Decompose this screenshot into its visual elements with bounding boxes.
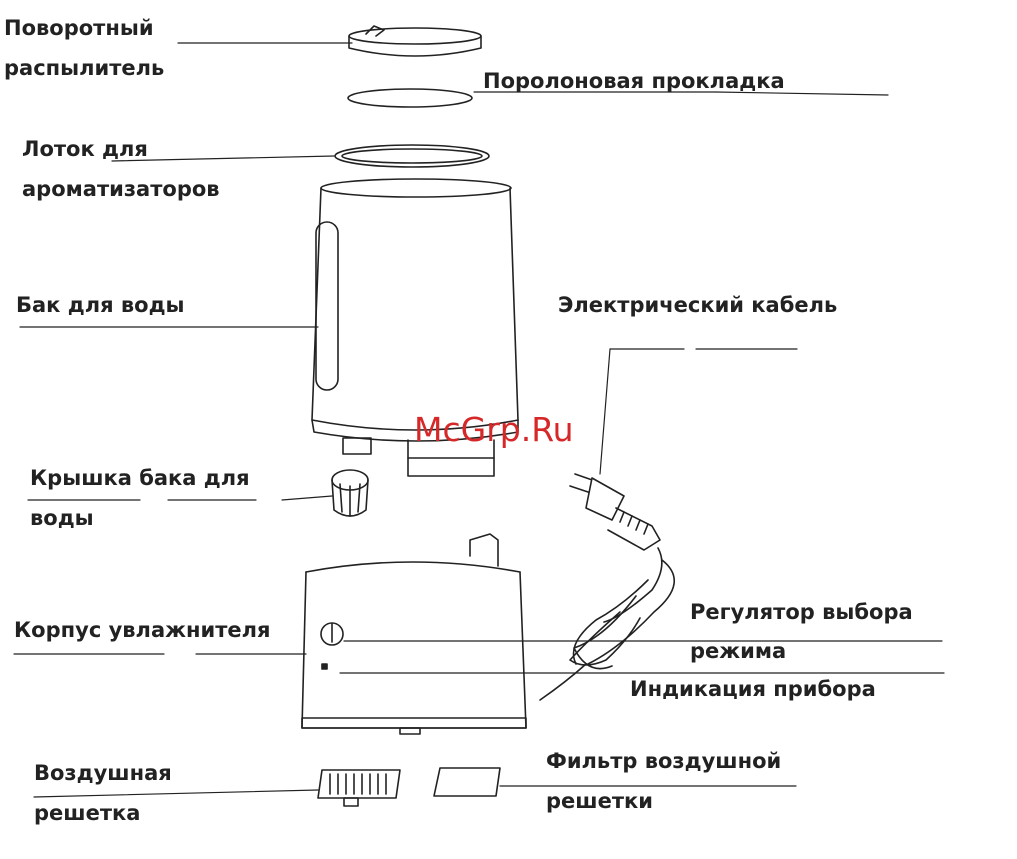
label-tank-cap-line1: Крышка бака для xyxy=(30,463,250,493)
aroma-tray-part xyxy=(335,145,489,167)
label-water-tank: Бак для воды xyxy=(16,290,185,320)
electric-cable-part xyxy=(540,474,674,700)
grille-filter-part xyxy=(434,768,500,796)
label-aroma-tray-line1: Лоток для xyxy=(22,134,148,164)
foam-gasket-part xyxy=(348,89,472,107)
label-foam-gasket: Поролоновая прокладка xyxy=(483,66,785,96)
label-humidifier-body: Корпус увлажнителя xyxy=(14,615,271,645)
rotary-sprayer-part xyxy=(349,26,481,56)
label-rotary-sprayer-line2: распылитель xyxy=(4,53,164,83)
humidifier-body-part xyxy=(302,534,526,734)
label-mode-selector-line1: Регулятор выбора xyxy=(690,597,913,627)
label-tank-cap-line2: воды xyxy=(30,503,94,533)
label-aroma-tray-line2: ароматизаторов xyxy=(22,174,220,204)
watermark: McGrp.Ru xyxy=(414,410,574,449)
label-electric-cable: Электрический кабель xyxy=(558,290,837,320)
label-grille-filter-line1: Фильтр воздушной xyxy=(546,746,781,776)
tank-cap-part xyxy=(332,470,368,516)
label-mode-selector-line2: режима xyxy=(690,636,786,666)
label-grille-filter-line2: решетки xyxy=(546,786,653,816)
label-air-grille-line1: Воздушная xyxy=(34,758,172,788)
label-device-indicator: Индикация прибора xyxy=(630,674,876,704)
label-rotary-sprayer-line1: Поворотный xyxy=(4,13,154,43)
air-grille-part xyxy=(318,770,400,806)
label-air-grille-line2: решетка xyxy=(34,798,140,828)
